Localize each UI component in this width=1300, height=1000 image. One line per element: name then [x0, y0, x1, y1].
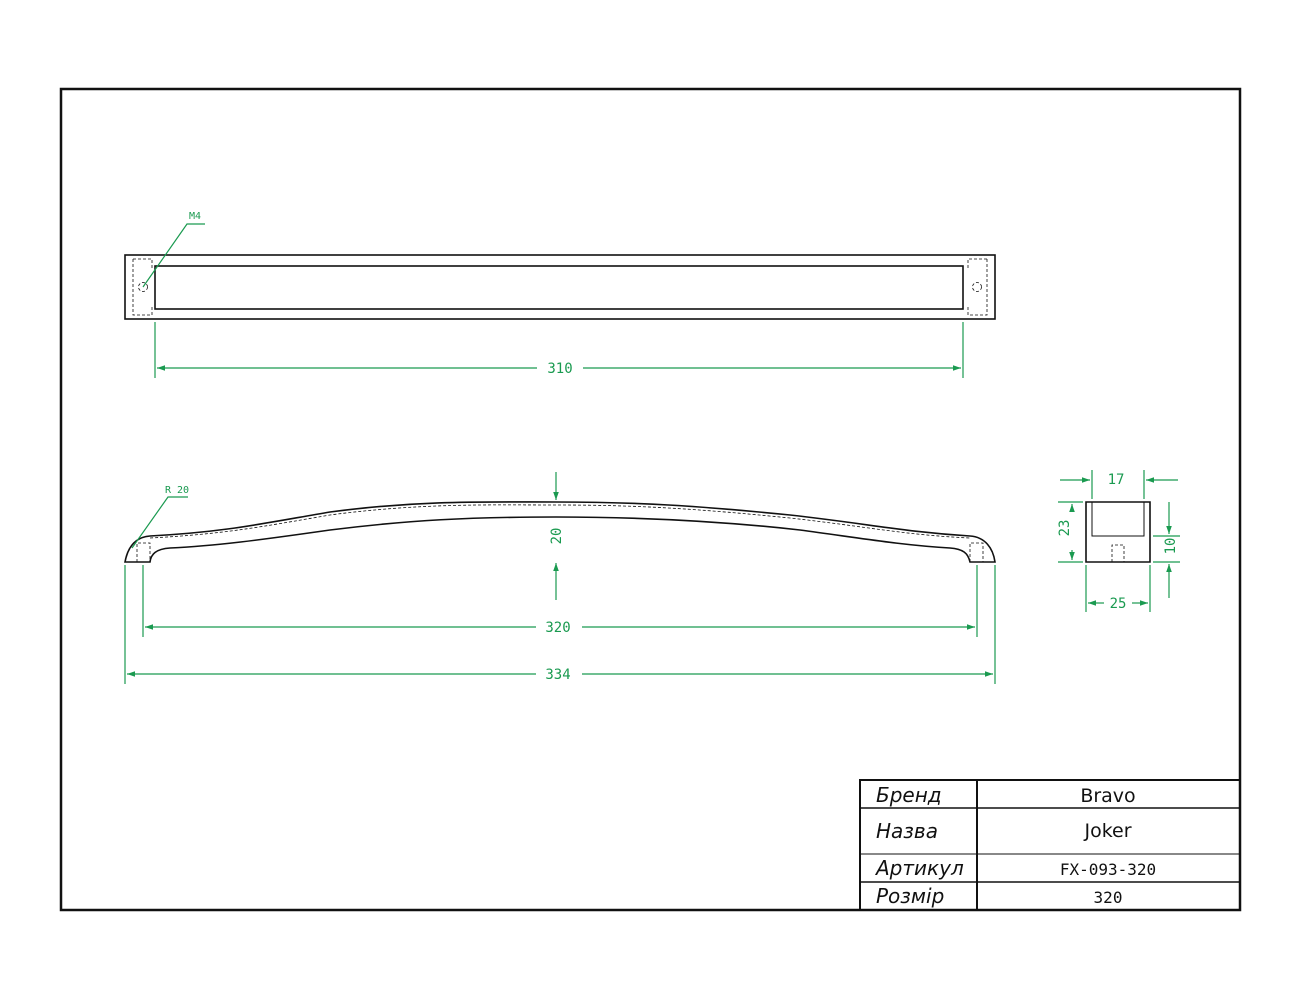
sheet-frame: [59, 87, 1242, 912]
side-view-profile: [124, 501, 996, 563]
title-label-brand: Бренд: [876, 783, 942, 807]
dim-label-320: 320: [545, 620, 570, 636]
title-label-article: Артикул: [874, 856, 964, 880]
dim-label-334: 334: [545, 667, 570, 683]
title-label-name: Назва: [876, 819, 938, 843]
top-view: M4 310: [124, 211, 996, 378]
cross-section-view: 17 23 10 25: [1057, 470, 1180, 612]
title-block-frame: [859, 779, 1241, 911]
side-view: R 20 20 320 334: [124, 472, 996, 684]
side-view-hidden-right: [969, 542, 984, 562]
top-view-inner: [154, 265, 964, 310]
dim-label-20: 20: [549, 528, 565, 545]
title-block: Бренд Bravo Назва Joker Артикул FX-093-3…: [859, 779, 1241, 911]
side-view-hidden-left: [136, 542, 151, 562]
mount-hole-left: [138, 282, 148, 292]
title-value-article: FX-093-320: [1060, 860, 1156, 879]
dim-label-17: 17: [1108, 472, 1125, 488]
title-value-name: Joker: [1083, 820, 1131, 842]
radius-leader: [131, 496, 188, 549]
section-hidden-slot: [1111, 544, 1125, 562]
dim-label-23: 23: [1057, 520, 1073, 537]
section-channel: [1091, 502, 1145, 537]
dim-label-310: 310: [547, 361, 572, 377]
top-view-hidden-right: [967, 258, 988, 316]
top-view-hidden-left: [132, 258, 153, 316]
thread-leader: [142, 223, 205, 288]
mount-hole-right: [972, 282, 982, 292]
side-view-inner-line: [149, 504, 971, 539]
radius-label: R 20: [165, 485, 189, 496]
title-value-brand: Bravo: [1080, 785, 1135, 807]
dim-label-10: 10: [1163, 538, 1179, 555]
thread-label: M4: [189, 211, 201, 222]
dim-label-25: 25: [1110, 596, 1127, 612]
title-label-size: Розмір: [876, 884, 944, 908]
title-value-size: 320: [1094, 888, 1123, 907]
section-profile: [1085, 501, 1151, 563]
top-view-outer: [124, 254, 996, 320]
